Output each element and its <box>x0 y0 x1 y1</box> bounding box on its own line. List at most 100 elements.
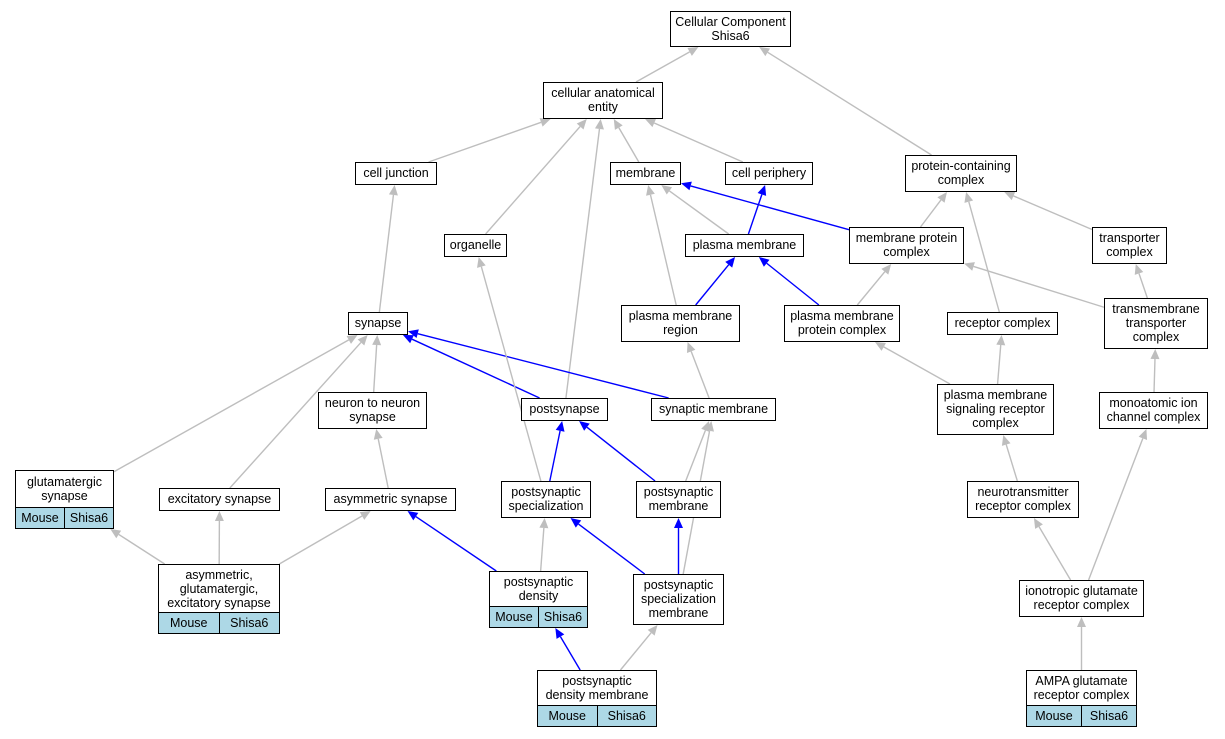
node-label: neurotransmitter receptor complex <box>975 485 1071 513</box>
node-label: ionotropic glutamate receptor complex <box>1025 584 1138 612</box>
arrowhead-tc-pcc <box>1004 191 1016 201</box>
edge-pmpc-mpc <box>856 271 886 306</box>
node-label: Cellular Component Shisa6 <box>675 14 786 43</box>
node-pspm[interactable]: postsynaptic specialization membrane <box>633 574 724 625</box>
node-rc[interactable]: receptor complex <box>947 312 1058 335</box>
arrowhead-cj-cae <box>539 118 551 127</box>
node-label: postsynaptic density membrane <box>545 674 649 702</box>
node-label: asymmetric synapse <box>333 492 448 506</box>
arrowhead-igrc-micc <box>1138 429 1148 440</box>
arrowhead-mpc-pcc <box>937 192 947 203</box>
node-mem[interactable]: membrane <box>610 162 681 185</box>
node-cj[interactable]: cell junction <box>355 162 437 185</box>
arrowhead-psd-as <box>407 511 419 521</box>
edge-pm-mem <box>668 190 730 235</box>
edge-pmr-mem <box>649 194 677 306</box>
node-label: synaptic membrane <box>658 402 769 416</box>
node-ages[interactable]: asymmetric, glutamatergic, excitatory sy… <box>158 564 280 634</box>
node-mpc[interactable]: membrane protein complex <box>849 227 964 264</box>
edge-psdm-pspm <box>619 632 652 671</box>
node-nrc[interactable]: neurotransmitter receptor complex <box>967 481 1079 518</box>
edge-org-cae <box>485 126 581 235</box>
arrowhead-mem-cae <box>613 119 623 130</box>
arrowhead-pspm-psp <box>570 518 582 528</box>
node-pmr[interactable]: plasma membrane region <box>621 305 740 342</box>
node-label: AMPA glutamate receptor complex <box>1033 674 1130 702</box>
edge-psdm-psd <box>559 636 581 671</box>
edge-nrc-pmsrc <box>1005 444 1019 482</box>
arrowhead-pm-mem <box>661 185 673 195</box>
organism-cell: Mouse <box>548 709 587 723</box>
edge-igrc-nrc <box>1038 526 1072 581</box>
arrowhead-igrc-nrc <box>1033 518 1043 529</box>
node-pm[interactable]: plasma membrane <box>685 234 804 257</box>
node-cc[interactable]: Cellular Component Shisa6 <box>670 11 791 47</box>
node-ttc[interactable]: transmembrane transporter complex <box>1104 298 1208 349</box>
edge-es-syn <box>229 341 362 489</box>
gene-cell: Shisa6 <box>596 706 657 726</box>
arrowhead-ages-gs <box>110 529 122 539</box>
gene-cell: Shisa6 <box>1081 706 1136 726</box>
arrowhead-pmr-mem <box>646 185 655 196</box>
arrowhead-pmsrc-rc <box>996 335 1006 346</box>
node-label: postsynaptic specialization membrane <box>640 578 717 620</box>
arrowhead-cae-cc <box>687 47 699 56</box>
node-label: monoatomic ion channel complex <box>1106 396 1201 424</box>
arrowhead-pspm-sm <box>705 421 714 432</box>
node-label: synapse <box>354 316 402 330</box>
node-syn[interactable]: synapse <box>348 312 408 335</box>
edge-syn-cj <box>378 194 395 313</box>
arrowhead-es-syn <box>357 335 368 346</box>
edge-pspm-psp <box>578 523 646 575</box>
arrowhead-nns-syn <box>372 335 382 346</box>
arrowhead-nrc-pmsrc <box>1001 435 1011 446</box>
node-cae[interactable]: cellular anatomical entity <box>543 82 663 119</box>
node-psm[interactable]: postsynaptic membrane <box>636 481 721 518</box>
edge-cj-cae <box>428 121 542 163</box>
arrowhead-ps-cae <box>594 119 604 130</box>
node-cp[interactable]: cell periphery <box>725 162 813 185</box>
node-label: transporter complex <box>1099 231 1160 259</box>
node-org[interactable]: organelle <box>444 234 507 257</box>
node-as[interactable]: asymmetric synapse <box>325 488 456 511</box>
arrowhead-gs-syn <box>346 335 358 344</box>
edge-igrc-micc <box>1087 438 1144 581</box>
node-label: plasma membrane signaling receptor compl… <box>943 388 1048 430</box>
node-label: receptor complex <box>954 316 1051 330</box>
arrowhead-pmpc-pm <box>758 257 770 267</box>
edge-gs-syn <box>113 339 350 473</box>
node-label: plasma membrane <box>692 238 797 252</box>
edge-sm-syn <box>417 332 669 399</box>
node-ps[interactable]: postsynapse <box>521 398 608 421</box>
edge-psd-as <box>415 516 497 572</box>
annotation-row: Mouse Shisa6 <box>538 705 656 726</box>
node-label: membrane <box>615 166 676 180</box>
edge-ttc-tc <box>1138 273 1148 299</box>
edge-pmsrc-rc <box>996 344 1002 385</box>
node-nns[interactable]: neuron to neuron synapse <box>318 392 427 429</box>
node-es[interactable]: excitatory synapse <box>159 488 280 511</box>
node-pmpc[interactable]: plasma membrane protein complex <box>784 305 900 342</box>
node-tc[interactable]: transporter complex <box>1092 227 1167 264</box>
node-psp[interactable]: postsynaptic specialization <box>501 481 591 518</box>
node-pcc[interactable]: protein-containing complex <box>905 155 1017 192</box>
node-pmsrc[interactable]: plasma membrane signaling receptor compl… <box>937 384 1054 435</box>
node-micc[interactable]: monoatomic ion channel complex <box>1099 392 1208 429</box>
node-sm[interactable]: synaptic membrane <box>651 398 776 421</box>
edge-ttc-mpc <box>973 265 1105 308</box>
arrowhead-ages-as <box>359 511 371 520</box>
edge-psm-ps <box>586 426 656 482</box>
edge-tc-pcc <box>1013 195 1093 231</box>
node-igrc[interactable]: ionotropic glutamate receptor complex <box>1019 580 1144 617</box>
node-label: postsynaptic density <box>503 575 574 603</box>
arrowhead-pm-cp <box>757 185 767 196</box>
node-label: transmembrane transporter complex <box>1112 302 1200 344</box>
edge-pmsrc-pmpc <box>883 346 951 385</box>
